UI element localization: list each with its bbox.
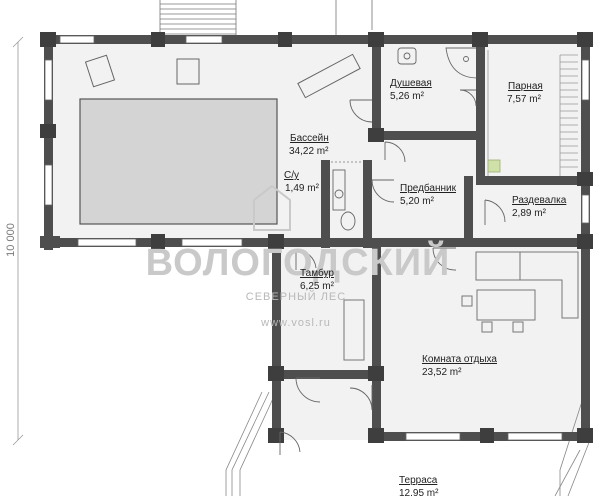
watermark-title: ВОЛОГОДСКИЙ: [146, 239, 451, 284]
room-label-vestibule: Тамбур 6,25 m²: [300, 267, 335, 292]
sauna-stove: [487, 159, 501, 173]
svg-text:Парная: Парная: [508, 81, 543, 92]
svg-text:12,95 m²: 12,95 m²: [399, 488, 439, 496]
watermark-logo: [253, 184, 291, 231]
windows: [44, 35, 590, 441]
svg-text:Тамбур: Тамбур: [300, 267, 334, 279]
doors: [279, 89, 506, 455]
svg-text:34,22 m²: 34,22 m²: [289, 146, 329, 157]
room-label-anteroom: Предбанник 5,20 m²: [400, 182, 457, 207]
svg-text:Терраса: Терраса: [399, 475, 438, 486]
svg-text:2,89 m²: 2,89 m²: [512, 208, 547, 219]
room-label-wc: С/у 1,49 m²: [284, 170, 320, 194]
svg-text:7,57 m²: 7,57 m²: [507, 94, 542, 105]
svg-text:5,20 m²: 5,20 m²: [400, 196, 435, 207]
terrace-outline: [225, 391, 591, 496]
svg-text:С/у: С/у: [284, 170, 299, 181]
lounge-furniture: [461, 251, 579, 333]
lounger-icon: [84, 53, 361, 99]
dimension-label: 10 000: [5, 223, 17, 257]
svg-text:1,49 m²: 1,49 m²: [285, 183, 320, 194]
svg-text:Предбанник: Предбанник: [400, 182, 457, 194]
watermark-subtitle: СЕВЕРНЫЙ ЛЕС: [246, 290, 346, 303]
sauna-bench: [487, 50, 578, 176]
toilet: [332, 169, 356, 231]
dimension-line: [12, 36, 24, 446]
svg-text:Душевая: Душевая: [390, 78, 432, 89]
shelf: [343, 299, 365, 361]
room-label-steam-room: Парная 7,57 m²: [507, 81, 543, 105]
svg-text:Раздевалка: Раздевалка: [512, 195, 567, 206]
room-label-changing-room: Раздевалка 2,89 m²: [512, 195, 567, 219]
svg-text:6,25 m²: 6,25 m²: [300, 281, 335, 292]
room-label-shower: Душевая 5,26 m²: [390, 78, 432, 102]
watermark-url: www.vosl.ru: [260, 317, 331, 329]
room-label-lounge: Комната отдыха 23,52 m²: [422, 354, 497, 378]
wall-posts: [40, 32, 593, 443]
svg-text:Комната отдыха: Комната отдыха: [422, 354, 497, 365]
stairs: [159, 0, 373, 40]
room-label-terrace: Терраса 12,95 m²: [399, 475, 439, 496]
floor-area-lower: [280, 242, 582, 440]
pool: [79, 98, 278, 225]
svg-text:5,26 m²: 5,26 m²: [390, 91, 425, 102]
svg-text:Бассейн: Бассейн: [290, 133, 329, 144]
svg-text:23,52 m²: 23,52 m²: [422, 367, 462, 378]
room-label-pool: Бассейн 34,22 m²: [289, 133, 329, 157]
